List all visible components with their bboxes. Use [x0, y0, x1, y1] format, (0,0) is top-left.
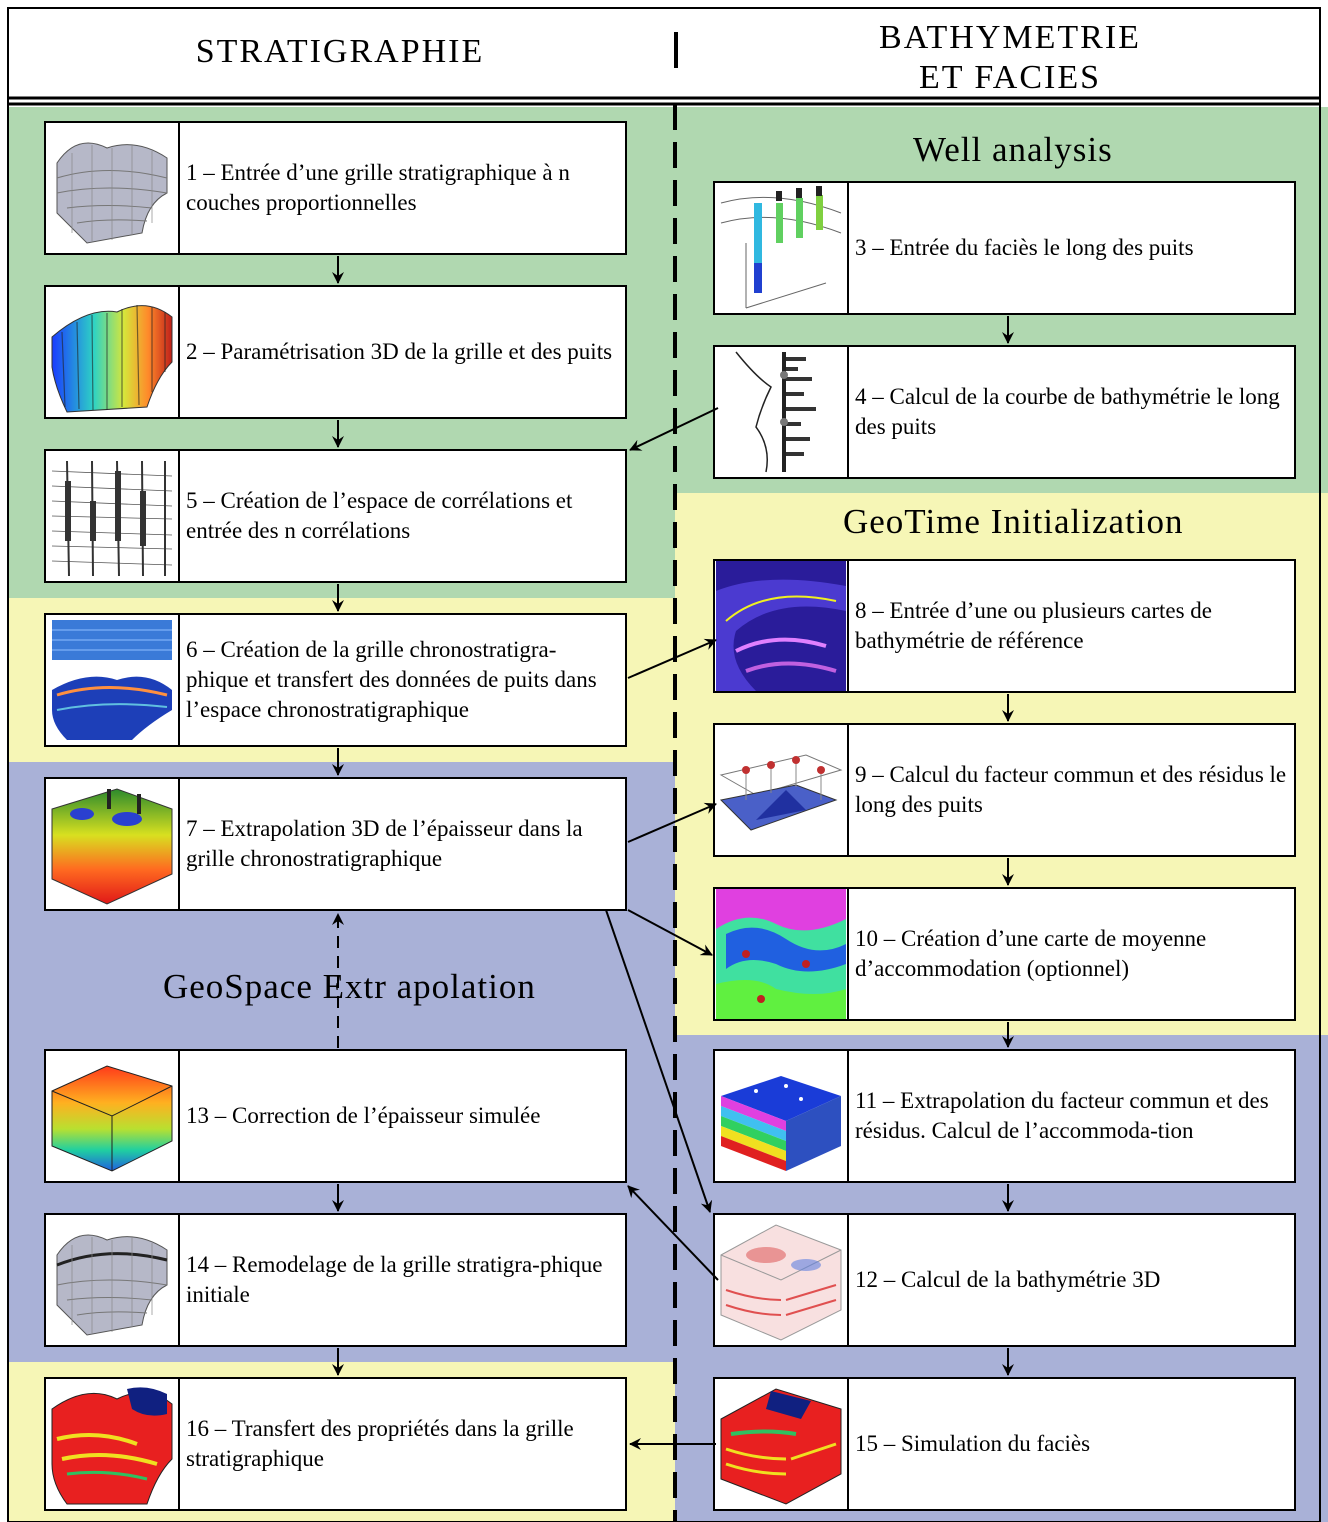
common-factor-thumbnail: [715, 725, 849, 855]
step-3-text: 3 – Entrée du faciès le long des puits: [855, 235, 1194, 260]
step-2-box: 2 – Paramétrisation 3D de la grille et d…: [44, 285, 627, 419]
accommodation-extrapolation-thumbnail: [715, 1051, 849, 1181]
step-5-text: 5 – Création de l’espace de corrélations…: [186, 488, 573, 543]
step-4-text: 4 – Calcul de la courbe de bathymétrie l…: [855, 384, 1280, 439]
step-12-box: 12 – Calcul de la bathymétrie 3D: [713, 1213, 1296, 1347]
well-facies-thumbnail: [715, 183, 849, 313]
step-14-text: 14 – Remodelage de la grille stratigra-p…: [186, 1252, 603, 1307]
step-2-text: 2 – Paramétrisation 3D de la grille et d…: [186, 339, 613, 364]
step-1-box: 1 – Entrée d’une grille stratigraphique …: [44, 121, 627, 255]
step-10-box: 10 – Création d’une carte de moyenne d’a…: [713, 887, 1296, 1021]
step-9-text: 9 – Calcul du facteur commun et des rési…: [855, 762, 1287, 817]
step-12-text: 12 – Calcul de la bathymétrie 3D: [855, 1267, 1161, 1292]
correlation-space-thumbnail: [46, 451, 180, 581]
remodeled-grid-thumbnail: [46, 1215, 180, 1345]
step-6-box: 6 – Création de la grille chronostratigr…: [44, 613, 627, 747]
stratigraphic-grid-thumbnail: [46, 123, 180, 253]
thickness-correction-thumbnail: [46, 1051, 180, 1181]
geotime-title: GeoTime Initialization: [843, 502, 1184, 541]
step-5-box: 5 – Création de l’espace de corrélations…: [44, 449, 627, 583]
step-11-text: 11 – Extrapolation du facteur commun et …: [855, 1088, 1269, 1143]
facies-simulation-thumbnail: [715, 1379, 849, 1509]
accommodation-map-thumbnail: [715, 889, 849, 1019]
bathymetry-3d-thumbnail: [715, 1215, 849, 1345]
step-7-text: 7 – Extrapolation 3D de l’épaisseur dans…: [186, 816, 583, 871]
step-14-box: 14 – Remodelage de la grille stratigra-p…: [44, 1213, 627, 1347]
step-10-text: 10 – Création d’une carte de moyenne d’a…: [855, 926, 1207, 981]
geospace-title: GeoSpace Extr apolation: [163, 967, 536, 1006]
step-1-text: 1 – Entrée d’une grille stratigraphique …: [186, 160, 570, 215]
step-8-box: 8 – Entrée d’une ou plusieurs cartes de …: [713, 559, 1296, 693]
header-bathymetrie-line2: ET FACIES: [918, 59, 1102, 96]
step-16-text: 16 – Transfert des propriétés dans la gr…: [186, 1416, 574, 1471]
step-9-box: 9 – Calcul du facteur commun et des rési…: [713, 723, 1296, 857]
step-15-text: 15 – Simulation du faciès: [855, 1431, 1091, 1456]
reference-bathymetry-map-thumbnail: [715, 561, 849, 691]
step-7-box: 7 – Extrapolation 3D de l’épaisseur dans…: [44, 777, 627, 911]
header-bathymetrie-line1: BATHYMETRIE: [879, 19, 1141, 56]
step-13-text: 13 – Correction de l’épaisseur simulée: [186, 1103, 541, 1128]
chronostratigraphic-grid-thumbnail: [46, 615, 180, 745]
step-8-text: 8 – Entrée d’une ou plusieurs cartes de …: [855, 598, 1213, 653]
step-4-box: 4 – Calcul de la courbe de bathymétrie l…: [713, 345, 1296, 479]
parametrized-grid-thumbnail: [46, 287, 180, 417]
step-3-box: 3 – Entrée du faciès le long des puits: [713, 181, 1296, 315]
property-transfer-thumbnail: [46, 1379, 180, 1509]
bathymetry-curve-thumbnail: [715, 347, 849, 477]
step-6-text: 6 – Création de la grille chronostratigr…: [186, 637, 597, 722]
step-16-box: 16 – Transfert des propriétés dans la gr…: [44, 1377, 627, 1511]
thickness-extrapolation-thumbnail: [46, 779, 180, 909]
step-11-box: 11 – Extrapolation du facteur commun et …: [713, 1049, 1296, 1183]
step-15-box: 15 – Simulation du faciès: [713, 1377, 1296, 1511]
header-stratigraphie: STRATIGRAPHIE: [195, 33, 485, 70]
step-13-box: 13 – Correction de l’épaisseur simulée: [44, 1049, 627, 1183]
well-analysis-title: Well analysis: [913, 130, 1113, 169]
